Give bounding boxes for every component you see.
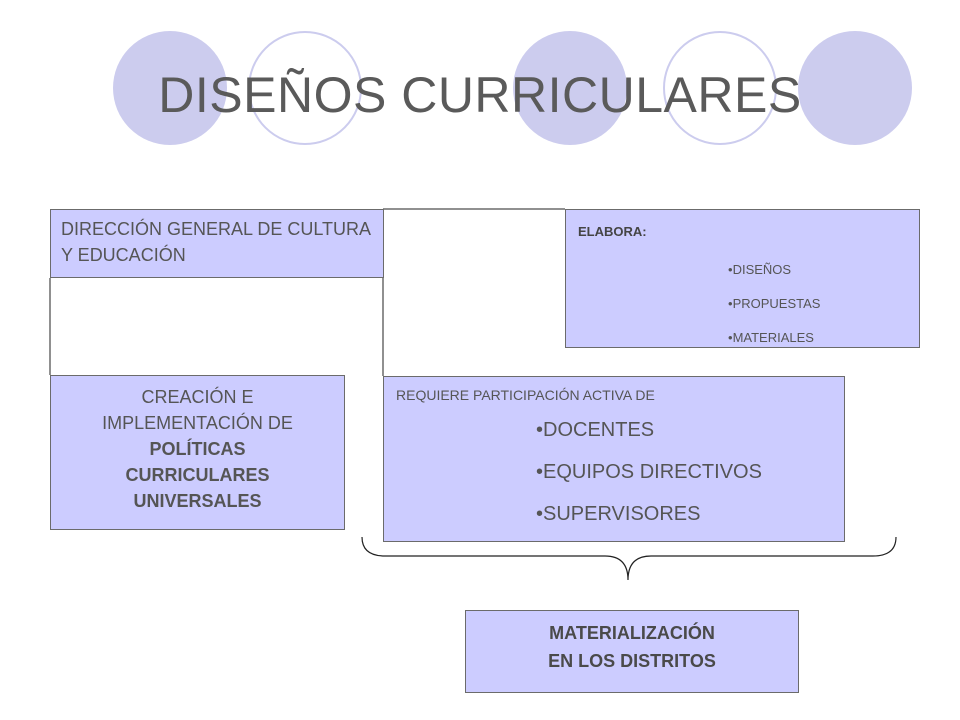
list-item-text: DISEÑOS [732,262,792,277]
list-item-text: SUPERVISORES [543,503,701,525]
box-direccion-general-text: DIRECCIÓN GENERAL DE CULTURA Y EDUCACIÓN [61,219,371,265]
box-direccion-general: DIRECCIÓN GENERAL DE CULTURA Y EDUCACIÓN [50,209,384,278]
box-creacion-line-bold: UNIVERSALES [133,491,262,511]
list-item-text: EQUIPOS DIRECTIVOS [543,461,762,483]
box-materializacion-line: EN LOS DISTRITOS [548,651,716,671]
box-creacion-line: CREACIÓN E [141,387,254,407]
curly-brace [361,536,897,581]
list-item-text: PROPUESTAS [732,296,821,311]
box-elabora-list: DISEÑOS PROPUESTAS MATERIALES [578,253,907,355]
box-elabora: ELABORA: DISEÑOS PROPUESTAS MATERIALES [565,209,920,348]
box-requiere: REQUIERE PARTICIPACIÓN ACTIVA DE DOCENTE… [383,376,845,542]
box-creacion: CREACIÓN E IMPLEMENTACIÓN DE POLÍTICAS C… [50,375,345,530]
list-item-text: DOCENTES [543,419,655,441]
box-elabora-heading: ELABORA: [578,224,647,239]
list-item: MATERIALES [728,321,907,355]
box-creacion-line-bold: CURRICULARES [125,465,270,485]
page-title: DISEÑOS CURRICULARES [158,67,802,123]
list-item: EQUIPOS DIRECTIVOS [536,451,832,493]
decor-circle-outline-2 [663,31,777,145]
box-requiere-list: DOCENTES EQUIPOS DIRECTIVOS SUPERVISORES [396,409,832,535]
list-item-text: MATERIALES [732,330,814,345]
decor-circle-filled-3 [798,31,912,145]
box-materializacion: MATERIALIZACIÓN EN LOS DISTRITOS [465,610,799,693]
list-item: SUPERVISORES [536,493,832,535]
decor-circle-filled-2 [513,31,627,145]
list-item: DISEÑOS [728,253,907,287]
decor-circle-outline-1 [248,31,362,145]
box-materializacion-line: MATERIALIZACIÓN [549,623,715,643]
box-creacion-line-bold: POLÍTICAS [149,439,246,459]
decor-circle-filled-1 [113,31,227,145]
list-item: PROPUESTAS [728,287,907,321]
box-creacion-line: IMPLEMENTACIÓN DE [102,413,293,433]
list-item: DOCENTES [536,409,832,451]
box-requiere-heading: REQUIERE PARTICIPACIÓN ACTIVA DE [396,387,655,403]
